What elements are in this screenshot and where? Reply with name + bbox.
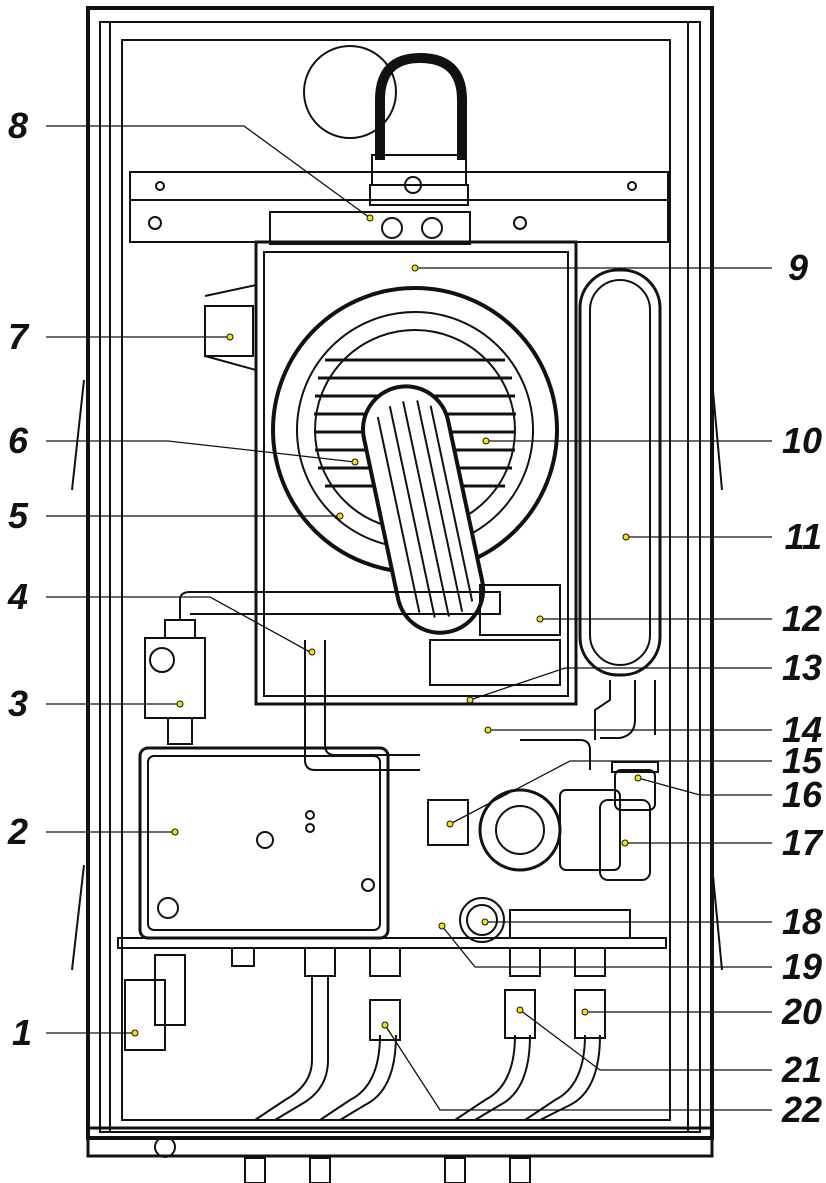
marker-20 xyxy=(581,1008,589,1016)
control-module-small xyxy=(204,305,254,357)
callout-8: 8 xyxy=(8,105,29,146)
callout-7: 7 xyxy=(8,316,29,357)
top-bracket xyxy=(129,171,669,243)
marker-5 xyxy=(336,512,344,520)
flue-elbow xyxy=(375,52,467,160)
callout-1: 1 xyxy=(12,1012,33,1053)
marker-1 xyxy=(131,1029,139,1037)
leader-8 xyxy=(46,125,371,219)
marker-8 xyxy=(366,214,374,222)
callout-6: 6 xyxy=(8,420,29,461)
marker-18 xyxy=(481,918,489,926)
bottom-valves xyxy=(231,947,606,1041)
marker-13 xyxy=(466,696,474,704)
callout-9: 9 xyxy=(787,247,808,288)
marker-22 xyxy=(381,1021,389,1029)
marker-11 xyxy=(622,533,630,541)
inner-casing xyxy=(99,21,701,1133)
callout-13: 13 xyxy=(781,647,822,688)
marker-15 xyxy=(446,820,454,828)
callout-17: 17 xyxy=(781,822,822,863)
air-vent xyxy=(614,769,656,811)
leader-6 xyxy=(46,440,356,463)
callout-21: 21 xyxy=(781,1049,822,1090)
callout-11: 11 xyxy=(784,516,822,557)
diverter-valve xyxy=(427,799,469,846)
leader-16 xyxy=(637,777,772,796)
marker-17 xyxy=(621,839,629,847)
marker-3 xyxy=(176,700,184,708)
outer-casing xyxy=(86,6,714,1140)
marker-2 xyxy=(171,828,179,836)
expansion-vessel xyxy=(578,268,662,677)
combustion-chamber xyxy=(254,240,578,706)
marker-14 xyxy=(484,726,492,734)
marker-19 xyxy=(438,922,446,930)
callout-2: 2 xyxy=(8,811,29,852)
callout-3: 3 xyxy=(8,683,29,724)
callout-22: 22 xyxy=(781,1089,822,1130)
callout-15: 15 xyxy=(781,740,822,781)
leader-13 xyxy=(469,667,772,701)
leader-22 xyxy=(384,1024,772,1111)
marker-10 xyxy=(482,437,490,445)
marker-21 xyxy=(516,1006,524,1014)
burner xyxy=(361,384,486,635)
callout-10: 10 xyxy=(781,420,822,461)
callout-5: 5 xyxy=(8,495,29,536)
callout-16: 16 xyxy=(781,774,822,815)
marker-4 xyxy=(308,648,316,656)
callout-18: 18 xyxy=(781,901,822,942)
flue-opening xyxy=(303,45,397,139)
pressure-gauge xyxy=(459,897,505,943)
marker-7 xyxy=(226,333,234,341)
callout-19: 19 xyxy=(781,946,822,987)
marker-16 xyxy=(634,774,642,782)
marker-12 xyxy=(536,615,544,623)
callout-20: 20 xyxy=(781,991,822,1032)
callout-14: 14 xyxy=(781,709,822,750)
marker-9 xyxy=(411,264,419,272)
leader-21 xyxy=(519,1009,772,1071)
callout-4: 4 xyxy=(8,576,29,617)
leader-4 xyxy=(46,596,311,653)
callout-12: 12 xyxy=(781,598,822,639)
marker-6 xyxy=(351,458,359,466)
leader-19 xyxy=(441,925,772,968)
leader-15 xyxy=(449,760,772,825)
